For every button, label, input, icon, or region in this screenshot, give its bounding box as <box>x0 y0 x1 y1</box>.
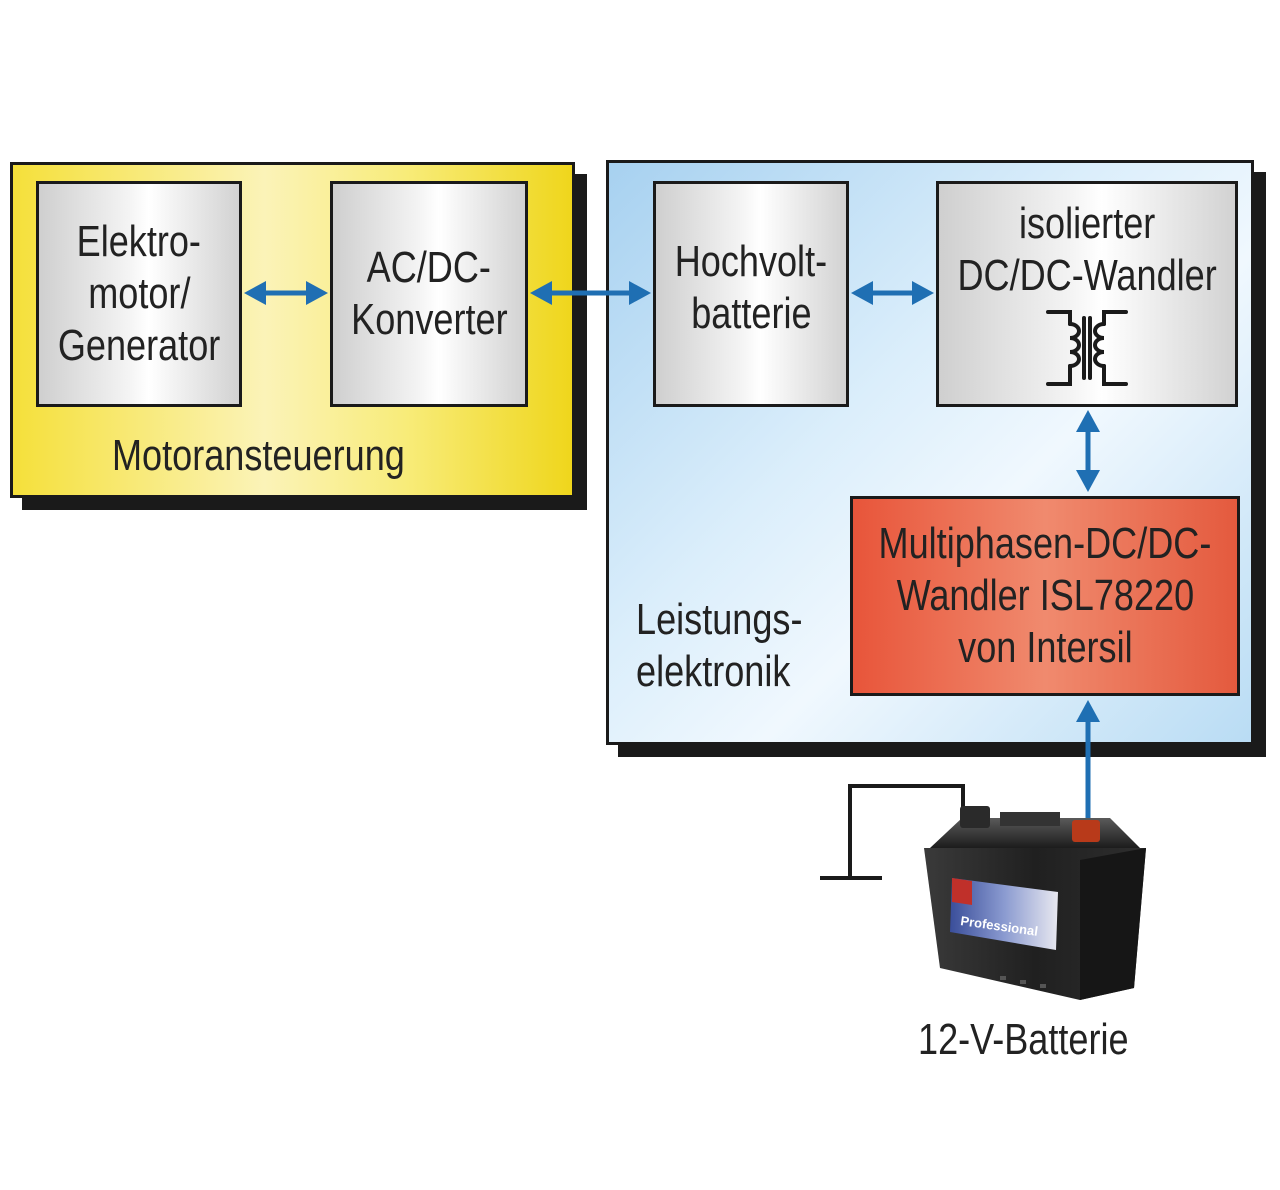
power-electronics-label-line-2: elektronik <box>636 647 791 696</box>
battery-image: Professional <box>924 806 1146 1000</box>
multiphase-dcdc-block: Multiphasen-DC/DC- Wandler ISL78220 von … <box>850 496 1240 696</box>
motor-generator-label-line-3: Generator <box>57 321 221 370</box>
motor-generator-label-line-2: motor/ <box>87 269 191 318</box>
multiphase-dcdc-label-line-3: von Intersil <box>957 623 1133 672</box>
multiphase-dcdc-label-line-2: Wandler ISL78220 <box>896 571 1194 620</box>
hv-battery-label-line-2: batterie <box>690 289 812 338</box>
motor-generator-label-line-1: Elektro- <box>76 217 202 266</box>
power-electronics-label-line-1: Leistungs- <box>636 595 803 644</box>
motor-control-group-label: Motoransteuerung <box>112 431 405 480</box>
isolated-dcdc-label-line-2: DC/DC-Wandler <box>957 251 1217 300</box>
arrow-acdc-hvbattery <box>530 281 651 305</box>
arrow-isolated-multiphase <box>1076 410 1100 492</box>
acdc-converter-block: AC/DC- Konverter <box>330 181 528 407</box>
hv-battery-label-line-1: Hochvolt- <box>674 237 828 286</box>
power-electronics-group-label: Leistungs- elektronik <box>636 594 802 698</box>
transformer-icon <box>1046 310 1128 386</box>
acdc-converter-label-line-2: Konverter <box>350 295 508 344</box>
arrow-hvbattery-isolated <box>851 281 934 305</box>
motor-generator-block: Elektro- motor/ Generator <box>36 181 242 407</box>
isolated-dcdc-label-line-1: isolierter <box>1018 199 1156 248</box>
multiphase-dcdc-label-line-1: Multiphasen-DC/DC- <box>878 519 1212 568</box>
acdc-converter-label-line-1: AC/DC- <box>366 243 492 292</box>
hv-battery-block: Hochvolt- batterie <box>653 181 849 407</box>
arrow-motor-acdc <box>244 281 328 305</box>
battery-label: 12-V-Batterie <box>918 1015 1129 1064</box>
isolated-dcdc-block: isolierter DC/DC-Wandler <box>936 181 1238 407</box>
